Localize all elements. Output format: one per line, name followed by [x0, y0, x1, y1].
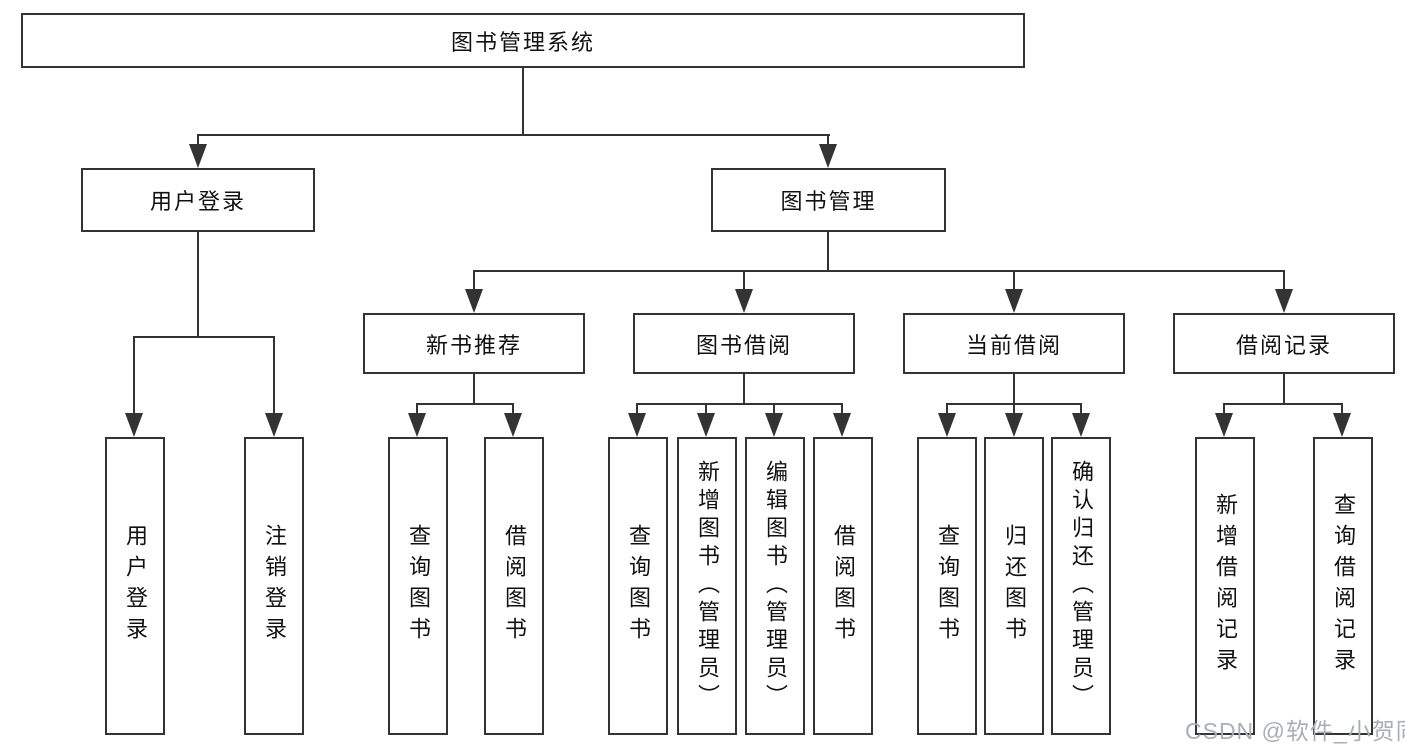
connector-line — [827, 232, 829, 272]
connector-line — [134, 336, 275, 338]
arrowhead-down — [819, 144, 837, 168]
connector-line — [946, 403, 948, 415]
leaf-confirm-return-admin: 确认归还（管理员） — [1051, 437, 1111, 735]
arrowhead-down — [735, 289, 753, 313]
arrowhead-down — [1072, 413, 1090, 437]
connector-line — [416, 403, 418, 415]
arrowhead-down — [125, 413, 143, 437]
leaf-edit-book-admin: 编辑图书（管理员） — [745, 437, 805, 735]
connector-line — [827, 134, 829, 146]
arrowhead-down — [1215, 413, 1233, 437]
leaf-borrow-books-recommend: 借阅图书 — [484, 437, 544, 735]
connector-line — [1013, 374, 1015, 405]
leaf-query-books-borrowing: 查询图书 — [608, 437, 668, 735]
arrowhead-down — [697, 413, 715, 437]
node-library-management-system: 图书管理系统 — [21, 13, 1025, 68]
leaf-borrow-books-borrowing: 借阅图书 — [813, 437, 873, 735]
connector-line — [512, 403, 514, 415]
arrowhead-down — [1333, 413, 1351, 437]
connector-line — [773, 403, 775, 415]
leaf-query-books-current: 查询图书 — [917, 437, 977, 735]
arrowhead-down — [938, 413, 956, 437]
connector-line — [473, 270, 1285, 272]
arrowhead-down — [465, 289, 483, 313]
connector-line — [522, 68, 524, 134]
connector-line — [705, 403, 707, 415]
leaf-logout: 注销登录 — [244, 437, 304, 735]
node-borrow-records: 借阅记录 — [1173, 313, 1395, 374]
connector-line — [273, 336, 275, 415]
node-book-borrowing: 图书借阅 — [633, 313, 855, 374]
connector-line — [416, 403, 514, 405]
connector-line — [1223, 403, 1225, 415]
leaf-return-book: 归还图书 — [984, 437, 1044, 735]
node-user-login: 用户登录 — [81, 168, 315, 232]
connector-line — [197, 134, 199, 146]
arrowhead-down — [265, 413, 283, 437]
arrowhead-down — [833, 413, 851, 437]
arrowhead-down — [504, 413, 522, 437]
connector-line — [1223, 403, 1343, 405]
arrowhead-down — [1005, 413, 1023, 437]
node-current-borrowing: 当前借阅 — [903, 313, 1125, 374]
connector-line — [636, 403, 638, 415]
connector-line — [743, 270, 745, 291]
arrowhead-down — [765, 413, 783, 437]
connector-line — [743, 374, 745, 405]
csdn-watermark: CSDN @软件_小贺同学 — [1185, 718, 1405, 744]
connector-line — [1341, 403, 1343, 415]
connector-line — [473, 270, 475, 291]
connector-line — [473, 374, 475, 405]
connector-line — [636, 403, 843, 405]
arrowhead-down — [1275, 289, 1293, 313]
connector-line — [841, 403, 843, 415]
connector-line — [1283, 270, 1285, 291]
connector-line — [1013, 270, 1015, 291]
leaf-user-login: 用户登录 — [105, 437, 165, 735]
arrowhead-down — [1005, 289, 1023, 313]
connector-line — [197, 232, 199, 338]
connector-line — [1013, 403, 1015, 415]
arrowhead-down — [189, 144, 207, 168]
leaf-add-book-admin: 新增图书（管理员） — [677, 437, 737, 735]
connector-line — [133, 336, 135, 415]
node-new-book-recommend: 新书推荐 — [363, 313, 585, 374]
node-book-management: 图书管理 — [711, 168, 946, 232]
leaf-add-borrow-record: 新增借阅记录 — [1195, 437, 1255, 735]
connector-line — [197, 134, 830, 136]
arrowhead-down — [408, 413, 426, 437]
connector-line — [1283, 374, 1285, 405]
connector-line — [1080, 403, 1082, 415]
leaf-query-borrow-record: 查询借阅记录 — [1313, 437, 1373, 735]
leaf-query-books-recommend: 查询图书 — [388, 437, 448, 735]
arrowhead-down — [628, 413, 646, 437]
